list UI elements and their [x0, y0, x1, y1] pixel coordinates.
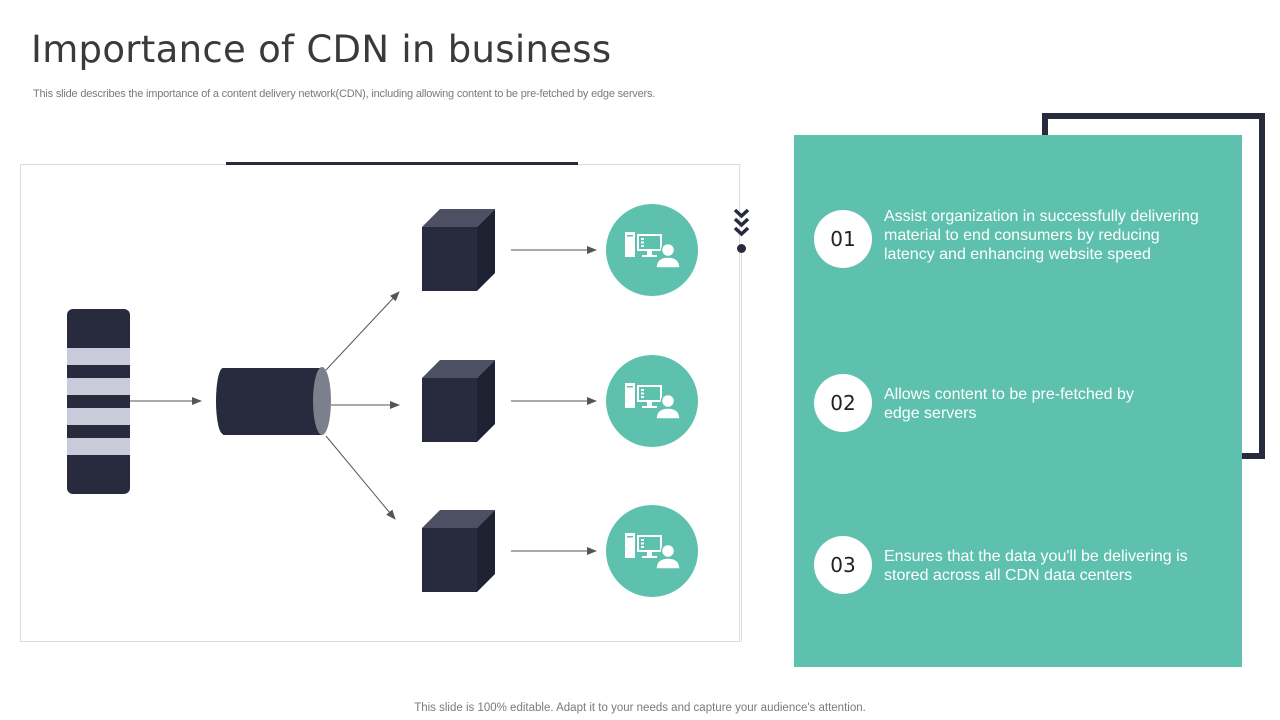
chevron-down-icon: [733, 208, 750, 237]
benefit-number-badge: 03: [814, 536, 872, 594]
timeline-dot: [737, 244, 746, 253]
timeline-line: [741, 250, 742, 642]
computer-user-icon: [625, 533, 681, 570]
diagram-frame: [20, 164, 740, 642]
benefit-text: Ensures that the data you'll be deliveri…: [884, 548, 1188, 584]
page-subtitle: This slide describes the importance of a…: [33, 88, 656, 100]
client-node-1: [606, 204, 698, 296]
cube-icon: [422, 510, 495, 592]
arrow-cdn-to-edge-3: [325, 435, 396, 520]
benefit-text: Assist organization in successfully deli…: [884, 208, 1199, 263]
benefits-panel: 01 Assist organization in successfully d…: [794, 135, 1242, 667]
benefit-number-badge: 01: [814, 210, 872, 268]
computer-user-icon: [625, 232, 681, 269]
computer-user-icon: [625, 383, 681, 420]
cube-icon: [422, 209, 495, 291]
cdn-diagram: [67, 209, 597, 592]
client-node-2: [606, 355, 698, 447]
arrow-cdn-to-edge-1: [325, 291, 400, 371]
cylinder-icon: [216, 367, 331, 435]
frame-accent-bar: [226, 162, 578, 165]
benefit-number-badge: 02: [814, 374, 872, 432]
client-node-3: [606, 505, 698, 597]
server-rack-icon: [67, 309, 130, 494]
page-title: Importance of CDN in business: [31, 28, 612, 71]
cube-icon: [422, 360, 495, 442]
footer-note: This slide is 100% editable. Adapt it to…: [414, 702, 866, 714]
benefit-text: Allows content to be pre-fetched by edge…: [884, 386, 1134, 422]
